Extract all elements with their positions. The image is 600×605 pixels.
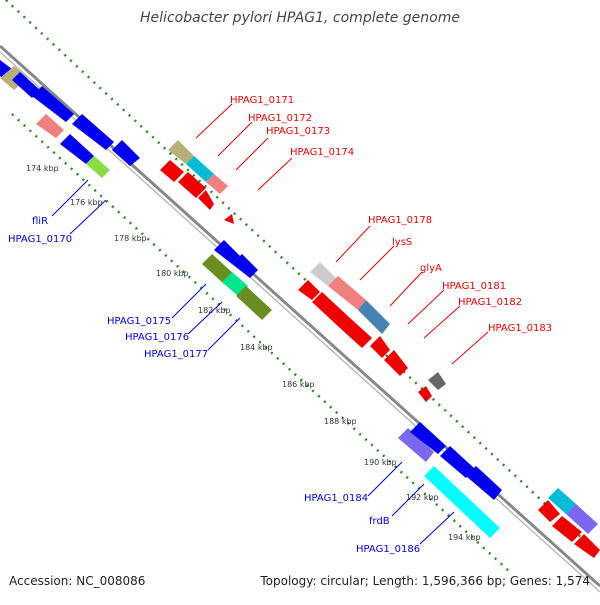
leader-line — [51, 179, 89, 217]
leader-line — [419, 511, 455, 545]
feature-inner-1[interactable] — [36, 114, 64, 138]
leader-line — [171, 283, 207, 319]
gene-label[interactable]: HPAG1_0172 — [248, 113, 312, 124]
leader-line — [359, 245, 395, 281]
feature-outer-11[interactable] — [232, 254, 258, 278]
feature-inner-18[interactable] — [424, 466, 500, 538]
gene-label[interactable]: HPAG1_0176 — [125, 332, 189, 343]
gene-label[interactable]: HPAG1_0173 — [266, 126, 330, 137]
outer-dotted-guide — [5, 0, 600, 556]
feature-inner-3[interactable] — [86, 156, 110, 178]
feature-inner-19[interactable] — [538, 500, 560, 522]
feature-inner-16[interactable] — [418, 386, 432, 402]
gene-label[interactable]: HPAG1_0186 — [356, 544, 420, 555]
gene-label[interactable]: HPAG1_0170 — [8, 234, 72, 245]
feature-outer-13[interactable] — [328, 276, 366, 310]
tick-label: 176 kbp — [70, 198, 103, 207]
tick-label: 182 kbp — [198, 306, 231, 315]
feature-inner-17[interactable] — [428, 372, 446, 390]
inner-dotted-guide — [11, 113, 511, 573]
gene-label[interactable]: lysS — [392, 237, 412, 248]
feature-outer-16[interactable] — [410, 422, 446, 454]
leader-line — [423, 305, 461, 339]
feature-inner-4[interactable] — [160, 160, 184, 182]
leader-line — [389, 271, 423, 307]
gene-label[interactable]: glyA — [420, 263, 442, 274]
feature-outer-4[interactable] — [32, 86, 74, 122]
feature-outer-20[interactable] — [566, 504, 598, 534]
leader-line — [207, 317, 241, 351]
feature-outer-15[interactable] — [398, 428, 434, 462]
leader-line — [257, 157, 293, 191]
tick-guides — [5, 0, 600, 573]
feature-inner-20[interactable] — [552, 516, 582, 542]
leader-line — [391, 483, 425, 517]
feature-inner-21[interactable] — [574, 534, 600, 558]
feature-inner-8[interactable] — [202, 254, 234, 284]
feature-inner-6[interactable] — [198, 190, 214, 210]
tick-label: 180 kbp — [156, 269, 189, 278]
features-inner-lane — [36, 114, 600, 558]
leader-line — [187, 301, 223, 335]
tick-label: 190 kbp — [364, 458, 397, 467]
tick-label: 188 kbp — [324, 417, 357, 426]
gene-label[interactable]: HPAG1_0178 — [368, 215, 432, 226]
feature-inner-11[interactable] — [298, 280, 320, 300]
gene-label[interactable]: frdB — [369, 516, 390, 527]
leader-line — [69, 199, 107, 235]
feature-outer-12[interactable] — [310, 262, 336, 286]
leader-line — [451, 331, 489, 365]
feature-inner-12[interactable] — [312, 292, 350, 328]
feature-inner-9[interactable] — [222, 272, 248, 296]
tick-label: 192 kbp — [406, 493, 439, 502]
feature-inner-2[interactable] — [60, 134, 94, 164]
gene-label[interactable]: HPAG1_0184 — [304, 493, 368, 504]
feature-outer-6[interactable] — [112, 140, 140, 166]
gene-label[interactable]: HPAG1_0182 — [458, 297, 522, 308]
summary-text: Topology: circular; Length: 1,596,366 bp… — [260, 574, 590, 588]
gene-label[interactable]: HPAG1_0181 — [442, 281, 506, 292]
tick-label: 184 kbp — [240, 343, 273, 352]
feature-inner-10[interactable] — [236, 286, 272, 320]
feature-outer-7[interactable] — [168, 140, 194, 164]
gene-label[interactable]: HPAG1_0175 — [107, 316, 171, 327]
map-title: Helicobacter pylori HPAG1, complete geno… — [140, 10, 460, 26]
accession-text: Accession: NC_008086 — [9, 574, 146, 588]
gene-label[interactable]: HPAG1_0174 — [290, 147, 354, 158]
leader-line — [235, 137, 269, 171]
features-outer-lane — [0, 60, 598, 534]
tick-label: 174 kbp — [26, 164, 59, 173]
feature-outer-5[interactable] — [72, 114, 114, 150]
gene-label[interactable]: HPAG1_0177 — [144, 349, 208, 360]
forward-gene-labels: fliR HPAG1_0170 HPAG1_0175 HPAG1_0176 HP… — [8, 179, 455, 555]
gene-label[interactable]: HPAG1_0183 — [488, 323, 552, 334]
feature-inner-13[interactable] — [340, 318, 372, 348]
feature-outer-9[interactable] — [206, 174, 228, 194]
leader-line — [367, 461, 403, 497]
gene-label[interactable]: HPAG1_0171 — [230, 95, 294, 106]
tick-label: 194 kbp — [448, 533, 481, 542]
leader-line — [407, 289, 445, 325]
reverse-gene-labels: HPAG1_0171 HPAG1_0172 HPAG1_0173 HPAG1_0… — [195, 95, 552, 365]
tick-label: 186 kbp — [282, 380, 315, 389]
feature-outer-19[interactable] — [548, 488, 576, 514]
leader-line — [335, 225, 371, 263]
feature-outer-10[interactable] — [214, 240, 240, 264]
feature-inner-5[interactable] — [178, 172, 206, 198]
feature-outer-14[interactable] — [358, 300, 390, 334]
leader-line — [217, 121, 253, 157]
feature-outer-3[interactable] — [12, 72, 40, 98]
feature-inner-14[interactable] — [370, 336, 390, 358]
feature-inner-15[interactable] — [384, 350, 408, 376]
feature-inner-7[interactable] — [224, 214, 234, 224]
feature-outer-18[interactable] — [466, 466, 502, 500]
feature-outer-8[interactable] — [186, 156, 214, 182]
tick-labels: 174 kbp 176 kbp 178 kbp 180 kbp 182 kbp … — [26, 164, 481, 542]
leader-line — [195, 103, 233, 139]
tick-label: 178 kbp — [114, 234, 147, 243]
gene-label[interactable]: fliR — [32, 216, 48, 227]
feature-outer-17[interactable] — [440, 446, 474, 478]
